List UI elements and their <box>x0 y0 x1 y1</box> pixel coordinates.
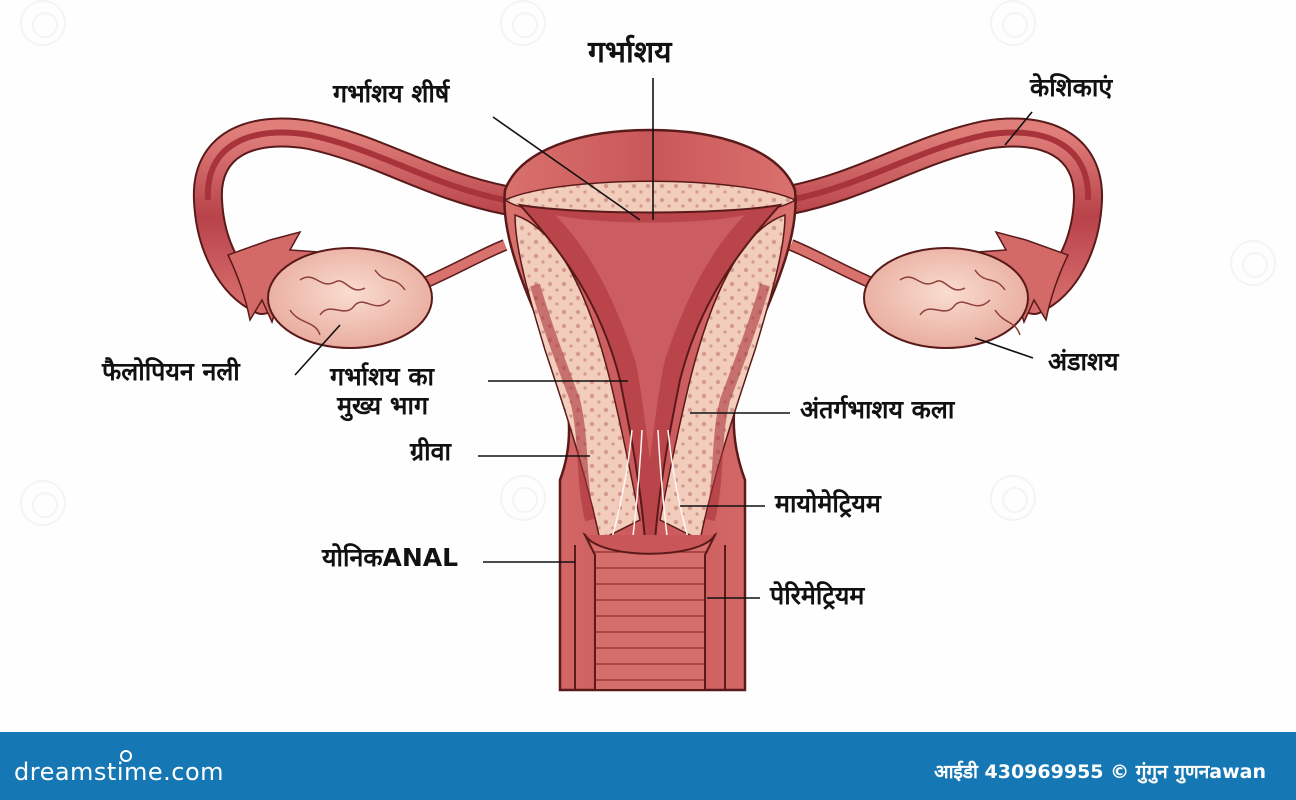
label-fundus: गर्भाशय शीर्ष <box>333 79 450 108</box>
brand-logo-text[interactable]: dreamstime.com <box>14 758 225 786</box>
label-perimetrium: पेरिमेट्रियम <box>770 581 865 610</box>
dreamstime-swirl-icon <box>120 750 132 762</box>
label-uterine-body-line1: गर्भाशय का <box>330 362 435 391</box>
label-cervix: ग्रीवा <box>410 437 451 466</box>
label-uterus: गर्भाशय <box>588 35 672 70</box>
image-credit: आईडी 430969955 © गुंगुन गुणनawan <box>934 761 1266 783</box>
right-ovary <box>863 247 1029 349</box>
watermark-icon <box>500 475 546 521</box>
watermark-icon <box>990 475 1036 521</box>
watermark-icon <box>990 0 1036 46</box>
diagram-canvas: गर्भाशय गर्भाशय शीर्ष केशिकाएं फैलोपियन … <box>20 0 1276 692</box>
label-uterine-body-line2: मुख्य भाग <box>337 390 429 420</box>
uterus-illustration <box>192 78 1103 692</box>
leader-lines <box>294 78 1034 599</box>
left-ovary <box>267 247 433 349</box>
label-myometrium: मायोमेट्रियम <box>775 489 881 518</box>
label-uterine-body: गर्भाशय का मुख्य भाग <box>330 362 435 421</box>
label-capillaries: केशिकाएं <box>1030 73 1113 102</box>
watermark-icon <box>1230 240 1276 286</box>
footer-bar: dreamstime.com आईडी 430969955 © गुंगुन ग… <box>0 732 1296 800</box>
label-fallopian-tube: फैलोपियन नली <box>102 357 240 386</box>
vagina <box>582 532 718 691</box>
watermark-icon <box>20 0 66 46</box>
watermark-icon <box>500 0 546 46</box>
label-vagina: योनिकANAL <box>322 543 459 572</box>
label-ovary: अंडाशय <box>1048 347 1119 376</box>
label-endometrium: अंतर्गभाशय कला <box>800 395 955 424</box>
watermark-icon <box>20 480 66 526</box>
